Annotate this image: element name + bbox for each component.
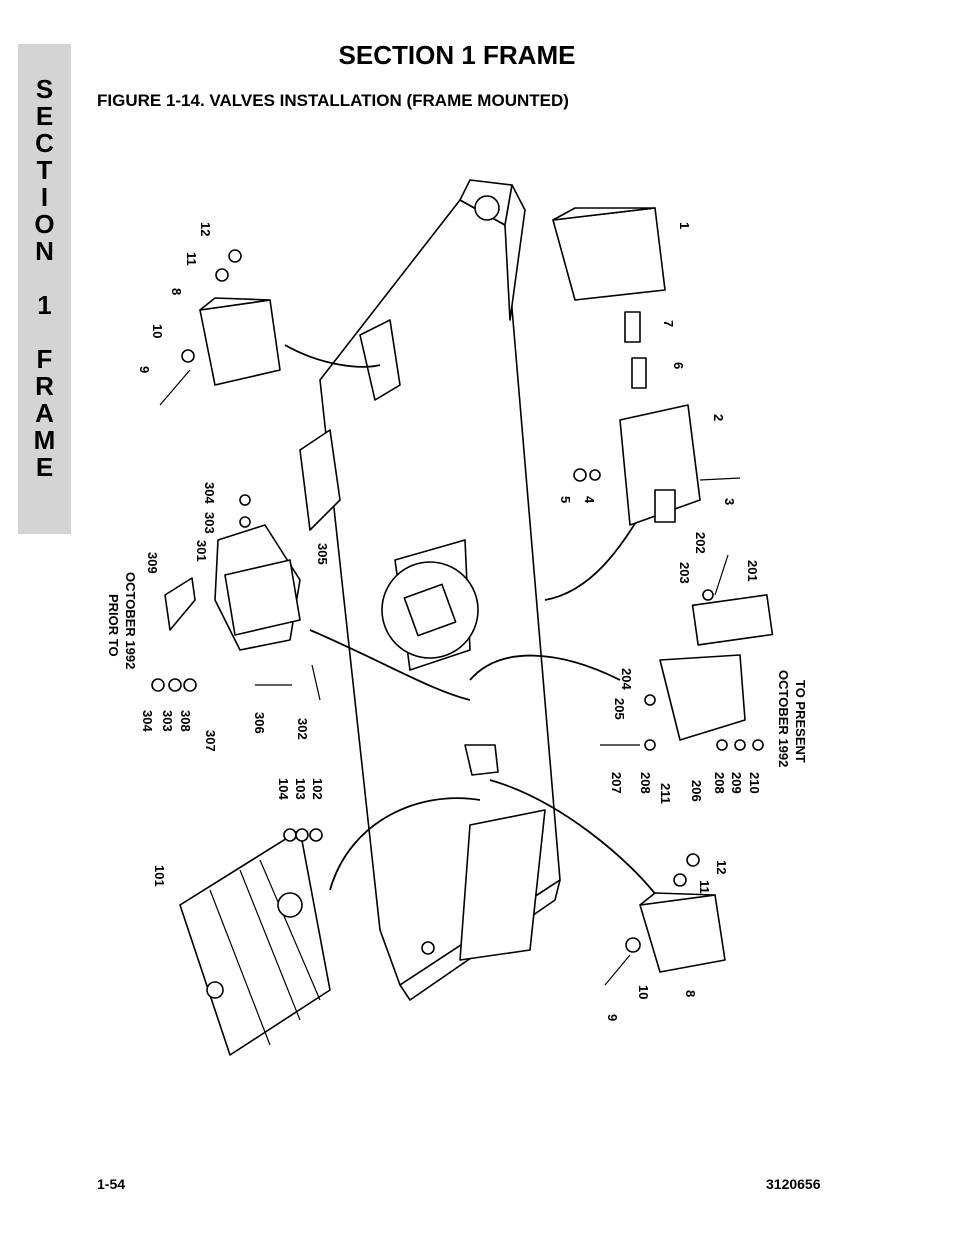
valve-assembly-right [600, 554, 774, 751]
callout-9-top: 9 [137, 366, 152, 373]
side-tab-letter: 1 [37, 290, 52, 320]
callout-305: 305 [315, 543, 330, 565]
side-tab-letter: N [35, 236, 54, 266]
callout-labels: 1 7 6 2 5 4 3 12 11 8 10 9 304 303 301 3… [106, 222, 808, 1021]
callout-8-top: 8 [169, 288, 184, 295]
note-prior-line1: PRIOR TO [106, 594, 121, 657]
side-tab-letter: R [35, 371, 54, 401]
callout-302: 302 [295, 718, 310, 740]
callout-205: 205 [612, 698, 627, 720]
callout-10-top: 10 [150, 324, 165, 338]
callout-303-bottom: 303 [160, 710, 175, 732]
callout-306: 306 [252, 712, 267, 734]
side-tab-letter: A [35, 398, 54, 428]
callout-7: 7 [661, 320, 676, 327]
note-prior-line2: OCTOBER 1992 [123, 572, 138, 669]
callout-309: 309 [145, 552, 160, 574]
valve-assembly-bottom-right [604, 853, 726, 986]
side-tab-letter: E [35, 452, 54, 482]
callout-102: 102 [310, 778, 325, 800]
callout-207: 207 [609, 772, 624, 794]
callout-9-bottom: 9 [605, 1014, 620, 1021]
callout-208-right: 208 [712, 772, 727, 794]
figure-caption: FIGURE 1-14. VALVES INSTALLATION (FRAME … [97, 91, 569, 110]
callout-11-bottom: 11 [697, 880, 712, 894]
callout-204: 204 [619, 668, 634, 690]
side-tab-letter: T [36, 155, 53, 185]
note-present-line2: TO PRESENT [793, 680, 808, 763]
callout-103: 103 [293, 778, 308, 800]
callout-304-bottom: 304 [140, 710, 155, 732]
callout-2: 2 [711, 414, 726, 421]
callout-3: 3 [722, 498, 737, 505]
callout-8-bottom: 8 [683, 990, 698, 997]
side-tab-letter: O [34, 209, 55, 239]
callout-304-top: 304 [202, 482, 217, 504]
callout-203: 203 [677, 562, 692, 584]
callout-4: 4 [582, 496, 597, 504]
side-tab-letter: E [35, 101, 54, 131]
callout-208-left: 208 [638, 772, 653, 794]
valve-assembly-top-left [159, 249, 281, 406]
section-title: SECTION 1 FRAME [338, 40, 576, 70]
callout-6: 6 [671, 362, 686, 369]
valve-assembly-top-right [552, 207, 741, 526]
callout-101: 101 [152, 865, 167, 887]
callout-210: 210 [747, 772, 762, 794]
document-number: 3120656 [766, 1176, 821, 1192]
callout-12-bottom: 12 [714, 860, 729, 874]
valve-assembly-left [151, 494, 321, 701]
callout-303-top: 303 [202, 512, 217, 534]
side-tab-letter: M [33, 425, 56, 455]
callout-301: 301 [194, 540, 209, 562]
valve-bank-assembly [179, 828, 331, 1056]
callout-209: 209 [729, 772, 744, 794]
side-tab-letter: F [36, 344, 53, 374]
callout-202: 202 [693, 532, 708, 554]
page-number: 1-54 [97, 1176, 126, 1192]
callout-307: 307 [203, 730, 218, 752]
callout-206: 206 [689, 780, 704, 802]
callout-11-top: 11 [184, 252, 199, 266]
callout-211: 211 [658, 783, 673, 804]
callout-308: 308 [178, 710, 193, 732]
callout-1: 1 [677, 222, 692, 229]
callout-201: 201 [745, 560, 760, 582]
note-present-line1: OCTOBER 1992 [776, 670, 791, 767]
side-tab-letter: S [35, 74, 54, 104]
side-tab-letter: I [40, 182, 49, 212]
callout-104: 104 [276, 778, 291, 800]
side-tab-letter: C [35, 128, 54, 158]
callout-5: 5 [558, 496, 573, 503]
callout-10-bottom: 10 [636, 985, 651, 999]
frame-weldment [299, 179, 561, 1001]
callout-12-top: 12 [198, 222, 213, 236]
